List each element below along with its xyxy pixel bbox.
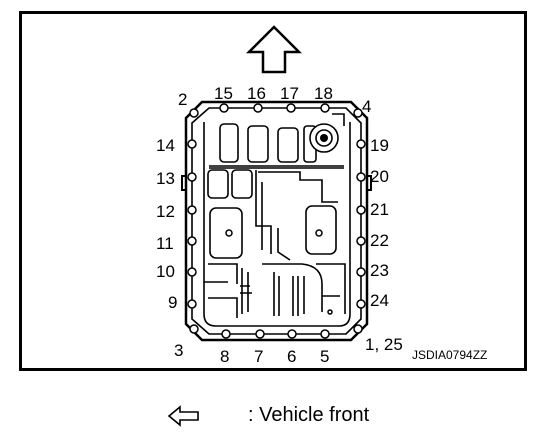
diagram-frame: 2 15 16 17 18 4 14 19 13 20 12 21 11 22 … [19, 11, 527, 371]
bolt-21 [356, 205, 366, 215]
bolt-10 [187, 267, 197, 277]
bolt-24 [356, 299, 366, 309]
bolt-3 [189, 324, 199, 334]
bolt-number-labels: 2 15 16 17 18 4 14 19 13 20 12 21 11 22 … [156, 84, 403, 366]
bolt-8 [221, 329, 231, 339]
bolt-label-8: 8 [220, 347, 229, 366]
bolt-4 [353, 108, 363, 118]
bolt-9 [187, 299, 197, 309]
figure-code: JSDIA0794ZZ [412, 348, 487, 362]
bolt-12 [187, 205, 197, 215]
bolt-label-21: 21 [370, 200, 389, 219]
bolt-label-16: 16 [247, 84, 266, 103]
bolt-label-7: 7 [254, 347, 263, 366]
bolt-label-1-25: 1, 25 [365, 335, 403, 354]
bolt-label-24: 24 [370, 291, 389, 310]
bolt-16 [253, 103, 263, 113]
bolt-label-9: 9 [168, 293, 177, 312]
bolt-7 [255, 329, 265, 339]
oil-pan-outline [181, 100, 372, 342]
bolt-1-25 [353, 324, 363, 334]
mounting-hole-left [225, 229, 233, 237]
bolt-label-3: 3 [174, 341, 183, 360]
bolt-5 [320, 329, 330, 339]
bolt-19 [356, 139, 366, 149]
bolt-23 [356, 267, 366, 277]
bolt-11 [187, 236, 197, 246]
bolt-label-18: 18 [314, 84, 333, 103]
bolt-label-6: 6 [287, 347, 296, 366]
legend-text: : Vehicle front [248, 404, 370, 426]
bolt-label-13: 13 [156, 169, 175, 188]
up-arrow-outline-icon [245, 25, 303, 74]
pan-bolts [187, 103, 366, 339]
mounting-hole-right [315, 229, 323, 237]
bolt-2 [189, 108, 199, 118]
bolt-22 [356, 236, 366, 246]
bolt-label-23: 23 [370, 261, 389, 280]
bolt-14 [187, 139, 197, 149]
oil-pan-ribs [203, 113, 351, 327]
bolt-label-17: 17 [280, 84, 299, 103]
bolt-15 [219, 103, 229, 113]
bolt-18 [320, 103, 330, 113]
drain-plug [309, 123, 339, 153]
bolt-label-2: 2 [178, 90, 187, 109]
bolt-label-10: 10 [156, 262, 175, 281]
bolt-label-15: 15 [214, 84, 233, 103]
bolt-6 [287, 329, 297, 339]
bolt-label-20: 20 [370, 167, 389, 186]
bolt-label-5: 5 [320, 347, 329, 366]
bolt-label-14: 14 [156, 136, 175, 155]
bolt-17 [286, 103, 296, 113]
oil-pan-bolt-diagram: 2 15 16 17 18 4 14 19 13 20 12 21 11 22 … [156, 25, 487, 366]
bolt-13 [187, 172, 197, 182]
bolt-label-22: 22 [370, 231, 389, 250]
small-hole [327, 309, 333, 315]
bolt-label-4: 4 [362, 97, 371, 116]
bolt-label-11: 11 [156, 234, 174, 253]
bolt-label-12: 12 [156, 202, 175, 221]
bolt-20 [356, 172, 366, 182]
bolt-label-19: 19 [370, 136, 389, 155]
left-arrow-outline-icon [167, 405, 199, 427]
